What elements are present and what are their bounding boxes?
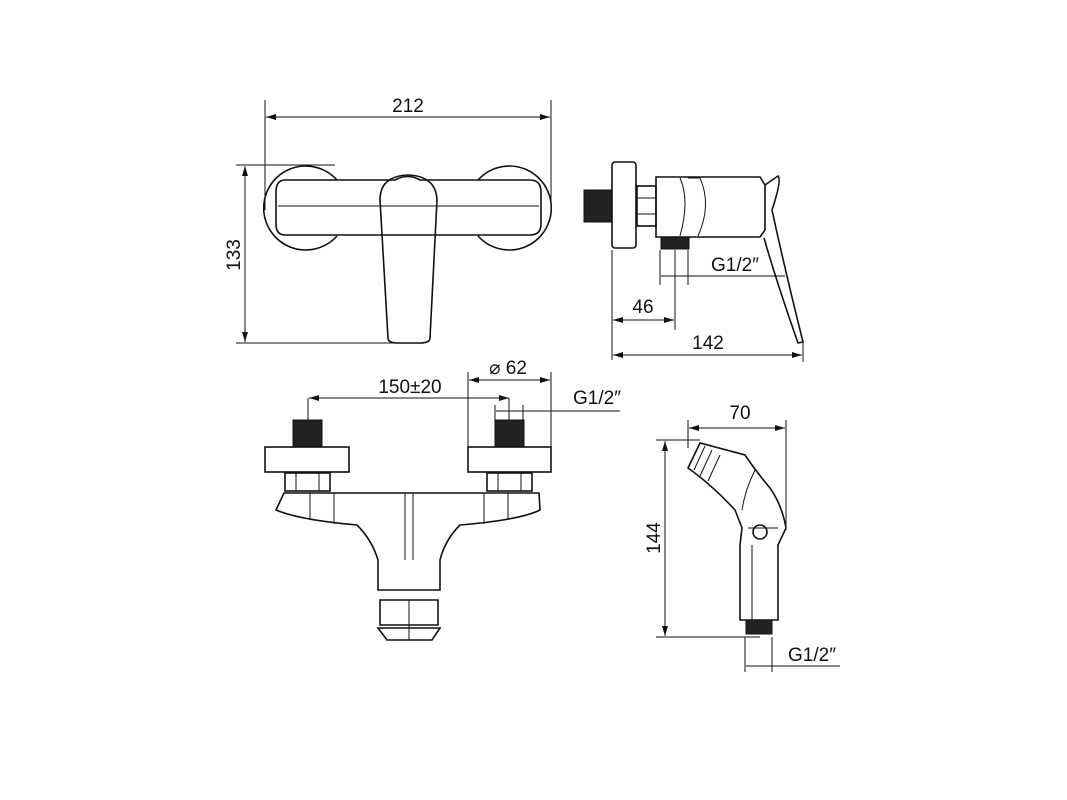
bottom-view: ⌀ 62 150±20 G1/2″: [264, 358, 621, 641]
side-nut: [636, 185, 657, 227]
bottom-body: [274, 492, 541, 591]
left-inlet-thread: [292, 419, 323, 448]
shower-thread-label: G1/2″: [788, 645, 836, 666]
right-flange: [467, 446, 552, 473]
bottom-thread-label: G1/2″: [573, 388, 621, 409]
side-lever: [763, 174, 804, 344]
right-rosette: [477, 165, 553, 251]
left-nut: [284, 472, 331, 492]
mixer-body: [275, 175, 542, 236]
left-rosette: [262, 165, 338, 251]
side-view: G1/2″ 46 142: [583, 161, 804, 362]
shower-height-label: 144: [644, 522, 665, 554]
outlet-connector: [376, 599, 442, 641]
hand-shower-view: 70 144 G1/2″: [644, 403, 840, 672]
front-view: 212 133: [224, 96, 553, 344]
right-nut: [486, 472, 533, 492]
inlet-thread: [583, 189, 613, 223]
shower-width-label: 70: [729, 403, 750, 424]
height-dimension-label: 133: [224, 239, 245, 271]
side-body: [655, 176, 766, 238]
rosette-diameter-label: ⌀ 62: [489, 358, 527, 379]
outlet-thread: [660, 236, 690, 250]
lever-handle: [379, 174, 438, 344]
shower-thread: [745, 619, 773, 635]
width-dimension-label: 212: [392, 96, 424, 117]
shower-head: [686, 442, 787, 621]
offset-dimension-label: 46: [632, 297, 653, 318]
right-inlet-thread: [494, 419, 525, 448]
spacing-dimension-label: 150±20: [378, 377, 441, 398]
side-thread-label: G1/2″: [711, 255, 759, 276]
left-flange: [264, 446, 350, 473]
side-rosette: [611, 161, 637, 249]
depth-dimension-label: 142: [692, 333, 724, 354]
